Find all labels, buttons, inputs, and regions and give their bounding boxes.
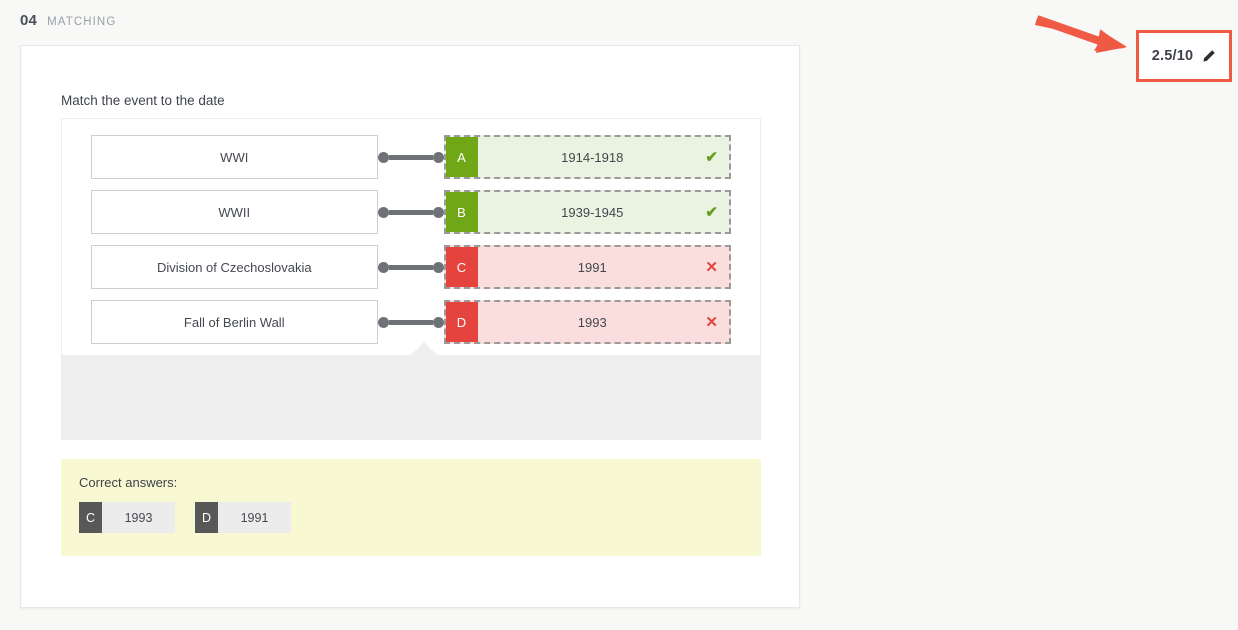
chip-letter: C	[79, 502, 102, 533]
answer-text: 1939-1945	[561, 204, 624, 220]
cross-icon: ✕	[705, 259, 718, 276]
matching-rows: WWI A 1914-1918 ✔ WWII	[62, 119, 760, 354]
arrow-icon	[1035, 15, 1127, 53]
table-row: Division of Czechoslovakia C 1991 ✕	[62, 245, 760, 289]
table-row: Fall of Berlin Wall D 1993 ✕	[62, 300, 760, 344]
list-item: D 1991	[195, 502, 291, 533]
answer-letter-tag: B	[445, 192, 478, 232]
answer-letter-tag: A	[445, 137, 478, 177]
answer-text: 1991	[577, 259, 607, 275]
term-box[interactable]: WWI	[91, 135, 378, 179]
question-type-label: MATCHING	[47, 16, 117, 28]
table-row: WWI A 1914-1918 ✔	[62, 135, 760, 179]
question-header: 04 MATCHING	[20, 12, 116, 29]
answer-text: 1993	[577, 314, 607, 330]
chip-value: 1993	[102, 502, 175, 533]
question-prompt: Match the event to the date	[61, 93, 225, 108]
connector-link	[377, 135, 444, 179]
connector-dot-right	[432, 261, 444, 273]
answer-bank-dropzone[interactable]	[62, 342, 760, 439]
answer-letter-tag: C	[445, 247, 478, 287]
answer-slot[interactable]: A 1914-1918 ✔	[443, 135, 731, 179]
table-row: WWII B 1939-1945 ✔	[62, 190, 760, 234]
connector-line	[388, 209, 433, 215]
connector-dot-left	[377, 151, 389, 163]
term-box[interactable]: WWII	[91, 190, 378, 234]
chip-value: 1991	[218, 502, 291, 533]
term-box[interactable]: Fall of Berlin Wall	[91, 300, 378, 344]
connector-dot-left	[377, 206, 389, 218]
question-card: Match the event to the date WWI A 1914-1…	[20, 45, 800, 608]
answer-slot[interactable]: B 1939-1945 ✔	[443, 190, 731, 234]
check-icon: ✔	[705, 204, 718, 221]
score-badge[interactable]: 2.5/10	[1136, 30, 1232, 82]
correct-answer-chips: C 1993 D 1991	[79, 502, 743, 533]
connector-line	[388, 264, 433, 270]
connector-link	[377, 190, 444, 234]
pencil-icon[interactable]	[1202, 49, 1216, 63]
connector-dot-right	[432, 151, 444, 163]
answer-text: 1914-1918	[561, 149, 624, 165]
connector-dot-right	[432, 316, 444, 328]
list-item: C 1993	[79, 502, 175, 533]
caret-up-icon	[411, 342, 437, 355]
connector-dot-left	[377, 261, 389, 273]
connector-dot-right	[432, 206, 444, 218]
connector-line	[388, 319, 433, 325]
answer-letter-tag: D	[445, 302, 478, 342]
check-icon: ✔	[705, 149, 718, 166]
cross-icon: ✕	[705, 314, 718, 331]
connector-link	[377, 300, 444, 344]
chip-letter: D	[195, 502, 218, 533]
connector-link	[377, 245, 444, 289]
answer-slot[interactable]: D 1993 ✕	[443, 300, 731, 344]
matching-area: WWI A 1914-1918 ✔ WWII	[61, 118, 761, 440]
term-box[interactable]: Division of Czechoslovakia	[91, 245, 378, 289]
correct-answers-panel: Correct answers: C 1993 D 1991	[61, 459, 761, 556]
connector-dot-left	[377, 316, 389, 328]
score-value: 2.5/10	[1151, 48, 1194, 64]
answer-slot[interactable]: C 1991 ✕	[443, 245, 731, 289]
correct-answers-title: Correct answers:	[79, 475, 178, 490]
connector-line	[388, 154, 433, 160]
question-number: 04	[20, 12, 38, 29]
